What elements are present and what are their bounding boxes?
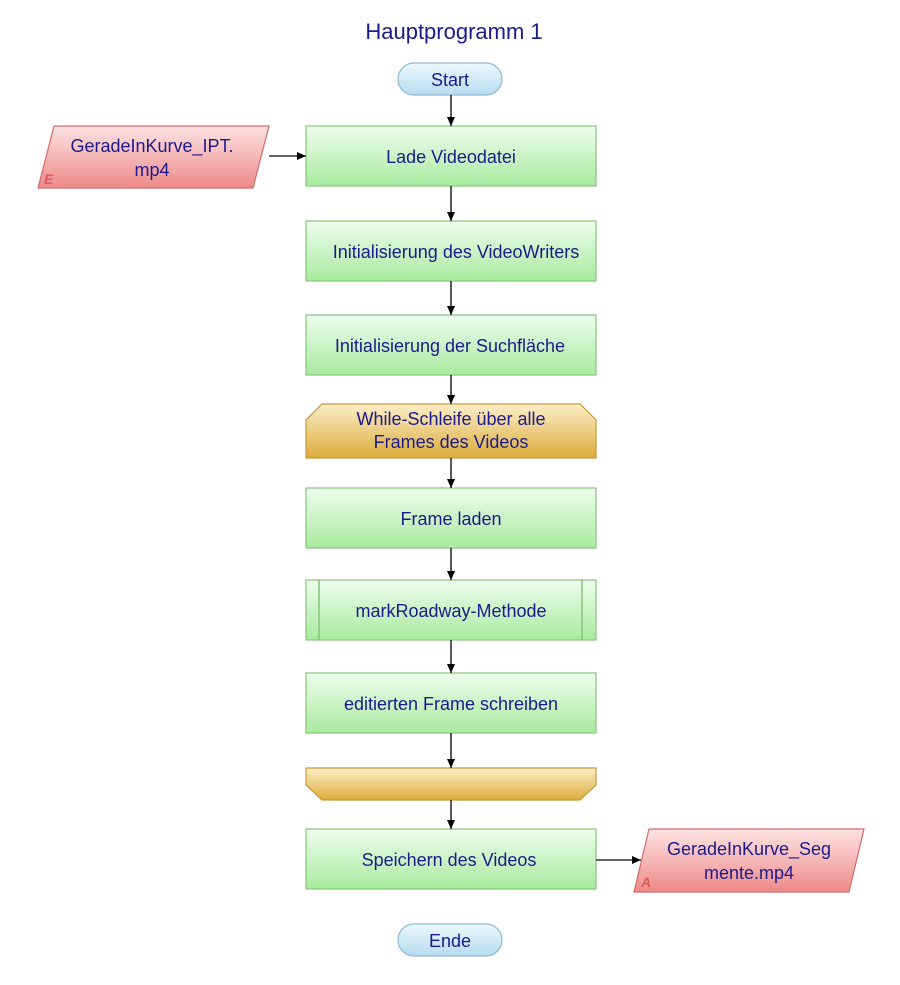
output-file-node: GeradeInKurve_Seg mente.mp4 A [633, 828, 865, 893]
end-label: Ende [429, 931, 471, 951]
input-marker: E [44, 171, 54, 187]
process-init-search: Initialisierung der Suchfläche [305, 314, 597, 376]
mark-roadway-label: markRoadway-Methode [355, 601, 546, 621]
process-save-video: Speichern des Videos [305, 828, 597, 890]
start-label: Start [431, 70, 469, 90]
init-search-label: Initialisierung der Suchfläche [335, 336, 565, 356]
output-file-line-1: GeradeInKurve_Seg [667, 839, 831, 860]
output-marker: A [640, 874, 651, 890]
save-video-label: Speichern des Videos [362, 850, 537, 870]
write-frame-label: editierten Frame schreiben [344, 694, 558, 714]
process-init-writer: Initialisierung des VideoWriters [305, 220, 597, 282]
output-file-line-2: mente.mp4 [704, 863, 794, 883]
end-terminal: Ende [397, 923, 503, 957]
process-write-frame: editierten Frame schreiben [305, 672, 597, 734]
flow-arrows [269, 95, 641, 864]
start-terminal: Start [397, 62, 503, 96]
process-load-video: Lade Videodatei [305, 125, 597, 187]
diagram-title: Hauptprogramm 1 [365, 19, 542, 44]
load-frame-label: Frame laden [400, 509, 501, 529]
loop-end [305, 767, 597, 801]
init-writer-label: Initialisierung des VideoWriters [333, 242, 579, 262]
loop-start-line-2: Frames des Videos [374, 432, 529, 452]
process-load-frame: Frame laden [305, 487, 597, 549]
input-file-node: GeradeInKurve_IPT. mp4 E [37, 125, 270, 189]
loop-start-line-1: While-Schleife über alle [356, 409, 545, 429]
subroutine-mark-roadway: markRoadway-Methode [305, 579, 597, 641]
input-file-line-1: GeradeInKurve_IPT. [70, 136, 233, 157]
load-video-label: Lade Videodatei [386, 147, 516, 167]
input-file-line-2: mp4 [134, 160, 169, 180]
loop-start: While-Schleife über alle Frames des Vide… [305, 403, 597, 459]
